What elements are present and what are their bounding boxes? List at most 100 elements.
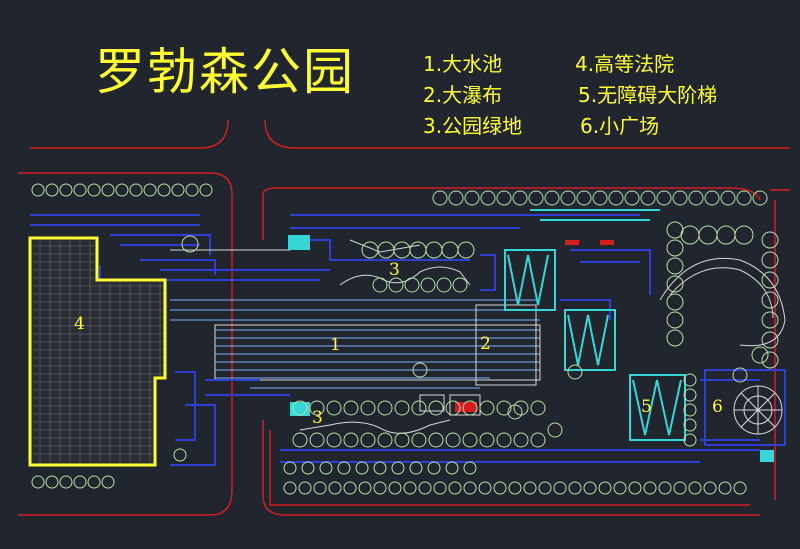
tree: [733, 481, 747, 495]
tree: [199, 183, 213, 197]
tree: [463, 481, 477, 495]
north-structures: [160, 214, 760, 463]
tree: [445, 461, 459, 475]
zone-label-4: 4: [74, 314, 85, 334]
tree: [115, 183, 129, 197]
tree: [640, 190, 656, 206]
tree: [457, 241, 475, 259]
tree: [462, 432, 478, 448]
tree: [688, 481, 702, 495]
tree: [658, 481, 672, 495]
tree: [523, 481, 537, 495]
tree: [698, 225, 718, 245]
trees: [31, 183, 779, 495]
tree: [496, 190, 512, 206]
tree: [538, 481, 552, 495]
legend-item-high-court: 4.高等法院: [575, 52, 675, 76]
zone-label-6: 6: [712, 397, 723, 417]
tree: [628, 481, 642, 495]
tree: [343, 432, 359, 448]
tree: [718, 481, 732, 495]
tree: [592, 190, 608, 206]
tree: [666, 275, 684, 293]
tree: [409, 241, 427, 259]
tree: [761, 331, 779, 349]
legend-item-great-waterfall: 2.大瀑布: [423, 83, 503, 107]
tree: [157, 183, 171, 197]
tree: [656, 190, 672, 206]
tree: [528, 190, 544, 206]
tree: [436, 277, 452, 293]
red-accents: [455, 240, 614, 412]
tree: [761, 251, 779, 269]
tree: [388, 481, 402, 495]
tree: [683, 403, 697, 417]
tree: [313, 481, 327, 495]
tree: [360, 400, 376, 416]
zone-label-3-north: 3: [389, 260, 400, 280]
tree: [358, 481, 372, 495]
tree: [343, 400, 359, 416]
legend-item-accessible-stairs: 5.无障碍大阶梯: [578, 83, 718, 107]
tree: [171, 183, 185, 197]
zone-label-5: 5: [641, 397, 652, 417]
tree: [445, 400, 461, 416]
tree: [428, 400, 444, 416]
tree: [377, 432, 393, 448]
tree: [388, 277, 404, 293]
tree: [666, 239, 684, 257]
tree: [513, 432, 529, 448]
tree: [403, 481, 417, 495]
tree: [464, 190, 480, 206]
tree: [309, 432, 325, 448]
tree: [761, 271, 779, 289]
tree: [59, 475, 73, 489]
tree: [373, 481, 387, 495]
tree: [734, 225, 754, 245]
tree: [462, 400, 478, 416]
tree: [672, 190, 688, 206]
tree: [624, 190, 640, 206]
tree: [425, 241, 443, 259]
zone-label-2: 2: [480, 334, 491, 354]
tree: [373, 461, 387, 475]
tree: [761, 351, 779, 369]
tree: [412, 362, 428, 378]
tree: [301, 461, 315, 475]
tree: [688, 190, 704, 206]
tree: [496, 432, 512, 448]
tree: [568, 481, 582, 495]
tree: [343, 481, 357, 495]
tree: [567, 364, 583, 380]
tree: [377, 400, 393, 416]
tree: [683, 373, 697, 387]
tree: [666, 311, 684, 329]
tree: [73, 475, 87, 489]
tree: [643, 481, 657, 495]
tree: [420, 277, 436, 293]
tree: [666, 329, 684, 347]
cascade-and-stairs: [288, 209, 774, 462]
tree: [372, 277, 388, 293]
tree: [547, 422, 563, 438]
park-title: 罗勃森公园: [95, 43, 355, 101]
legend-item-small-plaza: 6.小广场: [580, 114, 660, 138]
tree: [704, 190, 720, 206]
tree: [598, 481, 612, 495]
tree: [337, 461, 351, 475]
tree: [441, 241, 459, 259]
tree: [45, 475, 59, 489]
tree: [479, 400, 495, 416]
tree: [326, 400, 342, 416]
tree: [181, 235, 199, 253]
tree: [101, 475, 115, 489]
tree: [666, 293, 684, 311]
tree: [576, 190, 592, 206]
tree: [309, 400, 325, 416]
tree: [173, 448, 187, 462]
tree: [507, 404, 523, 420]
tree: [761, 231, 779, 249]
tree: [673, 481, 687, 495]
tree: [326, 432, 342, 448]
